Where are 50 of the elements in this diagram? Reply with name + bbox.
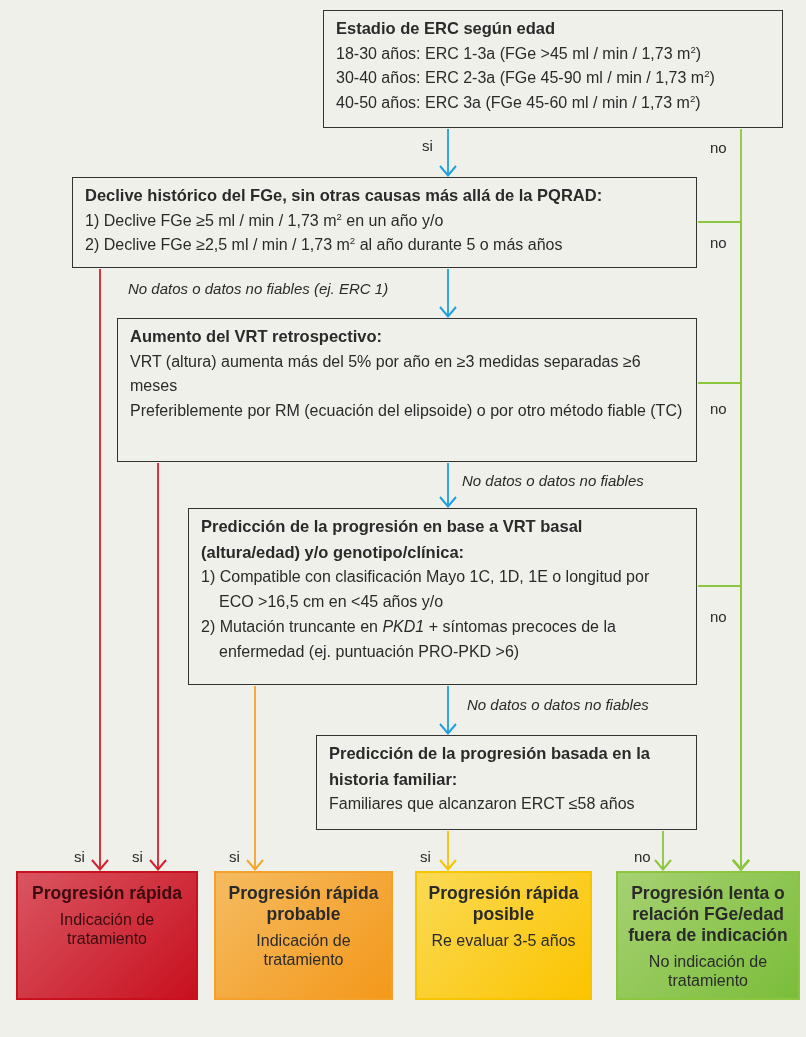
- box-text: 18-30 años: ERC 1-3a (FGe >45 ml / min / 1,73 m$^{2}$): [336, 42, 703, 64]
- outcome-box: [616, 871, 800, 1000]
- outcome-box: [415, 871, 592, 1000]
- arrow: [149, 462, 167, 871]
- box-heading: Predicción de la progresión en base a VRT basal (altura/edad) y/o genotipo/clínica:: [201, 516, 584, 563]
- condition-box: [188, 508, 697, 685]
- box-text: Preferiblemente por RM (ecuación del elipsoide) o por otro método fiable (TC): [130, 401, 684, 422]
- box-heading: Progresión rápida: [31, 883, 183, 904]
- arrow: [439, 128, 457, 177]
- edge-label: No datos o datos no fiables: [460, 472, 646, 489]
- box-text: Familiares que alcanzaron ERCT ≤58 años: [329, 794, 636, 815]
- arrow: [91, 268, 109, 871]
- box-heading: Predicción de la progresión basada en la historia familiar:: [329, 743, 651, 790]
- box-heading: Progresión lenta o relación FGe/edad fuera de indicación: [627, 883, 789, 946]
- box-heading: Progresión rápida probable: [227, 883, 380, 925]
- condition-box: [323, 10, 783, 128]
- outcome-box: [16, 871, 198, 1000]
- box-text: VRT (altura) aumenta más del 5% por año en ≥3 medidas separadas ≥6 meses: [130, 351, 642, 397]
- box-text: 1) Compatible con clasificación Mayo 1C, 1D, 1E o longitud por ECO >16,5 cm en <45 años y/o: [201, 567, 651, 612]
- arrow: [439, 685, 457, 735]
- box-heading: Aumento del VRT retrospectivo:: [130, 326, 384, 347]
- edge-label: si: [420, 137, 435, 154]
- box-heading: Estadio de ERC según edad: [336, 18, 557, 39]
- box-text: 2) Mutación truncante en PKD1 + síntomas precoces de la enfermedad (ej. puntuación PRO-PKD >6): [201, 616, 617, 662]
- condition-box: [72, 177, 697, 268]
- edge-label: si: [227, 848, 242, 865]
- arrow: [439, 268, 457, 318]
- edge-label: si: [130, 848, 145, 865]
- box-text: No indicación de tratamiento: [647, 952, 769, 991]
- edge-label: si: [418, 848, 433, 865]
- arrow: [439, 462, 457, 508]
- edge-label: No datos o datos no fiables (ej. ERC 1): [126, 280, 391, 297]
- box-text: 30-40 años: ERC 2-3a (FGe 45-90 ml / min / 1,73 m$^{2}$): [336, 67, 716, 89]
- arrow: [246, 685, 264, 871]
- box-heading: Progresión rápida posible: [427, 883, 580, 925]
- box-text: 1) Declive FGe ≥5 ml / min / 1,73 m$^{2}$ en un año y/o: [85, 209, 445, 231]
- box-text: Indicación de tratamiento: [255, 931, 352, 970]
- arrow: [439, 830, 457, 871]
- box-text: Re evaluar 3-5 años: [430, 931, 577, 951]
- edge-label: si: [72, 848, 87, 865]
- box-text: 2) Declive FGe ≥2,5 ml / min / 1,73 m$^{2}$ al año durante 5 o más años: [85, 234, 564, 256]
- outcome-box: [214, 871, 393, 1000]
- box-heading: Declive histórico del FGe, sin otras causas más allá de la PQRAD:: [85, 185, 604, 206]
- box-text: 40-50 años: ERC 3a (FGe 45-60 ml / min / 1,73 m$^{2}$): [336, 91, 702, 114]
- arrow: [654, 830, 672, 871]
- condition-box: [316, 735, 697, 830]
- box-text: Indicación de tratamiento: [58, 910, 156, 949]
- arrow: [697, 585, 750, 871]
- edge-label: No datos o datos no fiables: [465, 696, 651, 713]
- condition-box: [117, 318, 697, 462]
